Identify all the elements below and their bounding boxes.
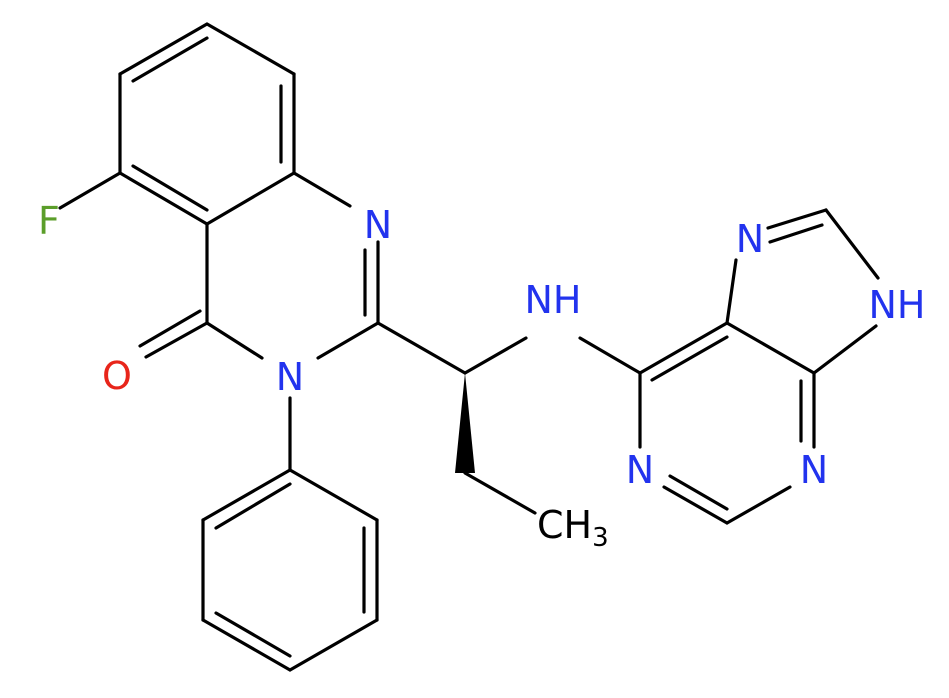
bond <box>205 321 264 360</box>
atom-purine-n1: N <box>626 448 654 492</box>
atom-n1-quinazoline: N <box>364 203 392 247</box>
methyl-label: CH <box>537 503 592 547</box>
bond <box>214 611 292 658</box>
bond <box>214 482 292 530</box>
bond <box>131 36 209 83</box>
bond <box>201 468 292 522</box>
bond <box>288 618 379 672</box>
atom-purine-n7: N <box>736 217 764 261</box>
bond <box>578 336 642 375</box>
atom-labels: F O N N NH N NH N N CH3 <box>38 199 926 553</box>
bond <box>662 485 729 525</box>
bond <box>144 321 209 359</box>
bond <box>316 321 380 360</box>
bond <box>292 171 352 208</box>
bond <box>201 618 292 672</box>
bond <box>812 324 878 375</box>
bond <box>824 208 880 280</box>
bond <box>205 171 296 226</box>
bond <box>725 485 792 525</box>
atom-oxygen: O <box>102 354 132 398</box>
bond <box>650 335 729 382</box>
methyl-subscript: 3 <box>592 523 609 553</box>
bond <box>118 171 209 226</box>
atom-purine-n9h: NH <box>869 283 926 327</box>
bond <box>205 22 296 76</box>
atom-methyl: CH3 <box>537 503 609 553</box>
bond <box>768 223 824 244</box>
bond <box>118 22 209 76</box>
bond-layer <box>58 22 880 672</box>
atom-fluorine: F <box>38 199 60 243</box>
bond <box>638 321 729 375</box>
atom-n3-quinazoline: N <box>276 355 304 399</box>
bond <box>463 471 537 515</box>
bond <box>138 309 202 348</box>
bond <box>463 336 528 375</box>
wedge-bond <box>455 373 475 473</box>
atom-amine-nh: NH <box>525 278 582 322</box>
bond <box>725 258 738 325</box>
bond <box>58 171 122 210</box>
bond <box>725 321 816 375</box>
bond <box>668 474 729 511</box>
bond <box>376 321 467 375</box>
bond <box>766 208 828 230</box>
atom-purine-n3: N <box>800 448 828 492</box>
bond <box>288 468 379 522</box>
bond <box>131 164 209 212</box>
